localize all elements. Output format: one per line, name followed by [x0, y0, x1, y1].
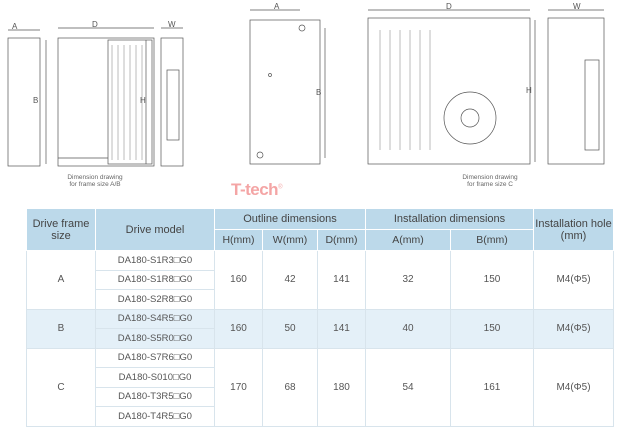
dim-label-d-c: D	[446, 2, 452, 11]
header-drive-model: Drive model	[95, 208, 215, 251]
model-cell: DA180-S4R5□G0	[95, 308, 215, 329]
caption-frame-ab: Dimension drawing for frame size A/B	[55, 174, 135, 188]
b-cell: 150	[450, 308, 534, 349]
dimension-drawings	[7, 9, 605, 167]
dim-label-w: W	[168, 20, 176, 29]
frame-size-cell: C	[26, 347, 96, 427]
a-cell: 54	[365, 347, 451, 427]
specs-table: Drive frame size Drive model Outline dim…	[26, 208, 614, 427]
d-cell: 141	[317, 308, 366, 349]
model-cell: DA180-S010□G0	[95, 367, 215, 388]
frame-size-cell: A	[26, 250, 96, 310]
dim-label-h-c: H	[526, 86, 532, 95]
a-cell: 40	[365, 308, 451, 349]
h-cell: 170	[214, 347, 263, 427]
table-row: DA180-S5R0□G0	[27, 328, 614, 349]
d-cell: 180	[317, 347, 366, 427]
drawing-frame-c	[367, 9, 605, 165]
dim-label-b-mid: B	[316, 88, 322, 97]
header-a: A(mm)	[365, 229, 451, 251]
caption-line: for frame size C	[467, 181, 513, 188]
w-cell: 68	[262, 347, 318, 427]
a-cell: 32	[365, 250, 451, 310]
model-cell: DA180-S5R0□G0	[95, 328, 215, 349]
watermark-mark: ®	[278, 184, 282, 191]
d-cell: 141	[317, 250, 366, 310]
w-cell: 42	[262, 250, 318, 310]
dim-label-b: B	[33, 96, 39, 105]
drawing-frame-ab	[7, 27, 184, 167]
table-row: DA180-T4R5□G0	[27, 406, 614, 427]
dim-label-h: H	[140, 96, 146, 105]
header-b: B(mm)	[450, 229, 534, 251]
w-cell: 50	[262, 308, 318, 349]
frame-size-cell: B	[26, 308, 96, 349]
model-cell: DA180-T4R5□G0	[95, 406, 215, 427]
caption-line: Dimension drawing	[67, 174, 123, 181]
h-cell: 160	[214, 250, 263, 310]
header-h: H(mm)	[214, 229, 263, 251]
drawing-frame-mid	[249, 9, 326, 165]
hole-cell: M4(Φ5)	[533, 250, 614, 310]
dim-label-w-c: W	[573, 2, 581, 11]
model-cell: DA180-S1R3□G0	[95, 250, 215, 271]
header-hole: Installation hole (mm)	[533, 208, 614, 251]
table-row: DA180-S2R8□G0	[27, 289, 614, 310]
watermark-logo: T-tech®	[231, 180, 282, 200]
model-cell: DA180-S1R8□G0	[95, 269, 215, 290]
dim-label-a: A	[12, 22, 18, 31]
header-outline: Outline dimensions	[214, 208, 366, 230]
model-cell: DA180-T3R5□G0	[95, 386, 215, 407]
dim-label-d: D	[92, 20, 98, 29]
watermark-text: T-tech	[231, 180, 279, 199]
hole-cell: M4(Φ5)	[533, 308, 614, 349]
model-cell: DA180-S2R8□G0	[95, 289, 215, 310]
h-cell: 160	[214, 308, 263, 349]
caption-line: for frame size A/B	[69, 181, 121, 188]
b-cell: 161	[450, 347, 534, 427]
hole-cell: M4(Φ5)	[533, 347, 614, 427]
table-row: DA180-S010□G0	[27, 367, 614, 388]
caption-line: Dimension drawing	[462, 174, 518, 181]
header-installation: Installation dimensions	[365, 208, 534, 230]
dim-label-a-mid: A	[274, 2, 280, 11]
header-frame-size: Drive frame size	[26, 208, 96, 251]
header-d: D(mm)	[317, 229, 366, 251]
b-cell: 150	[450, 250, 534, 310]
caption-frame-c: Dimension drawing for frame size C	[450, 174, 530, 188]
table-row: DA180-S1R8□G0	[27, 269, 614, 290]
header-w: W(mm)	[262, 229, 318, 251]
model-cell: DA180-S7R6□G0	[95, 347, 215, 368]
